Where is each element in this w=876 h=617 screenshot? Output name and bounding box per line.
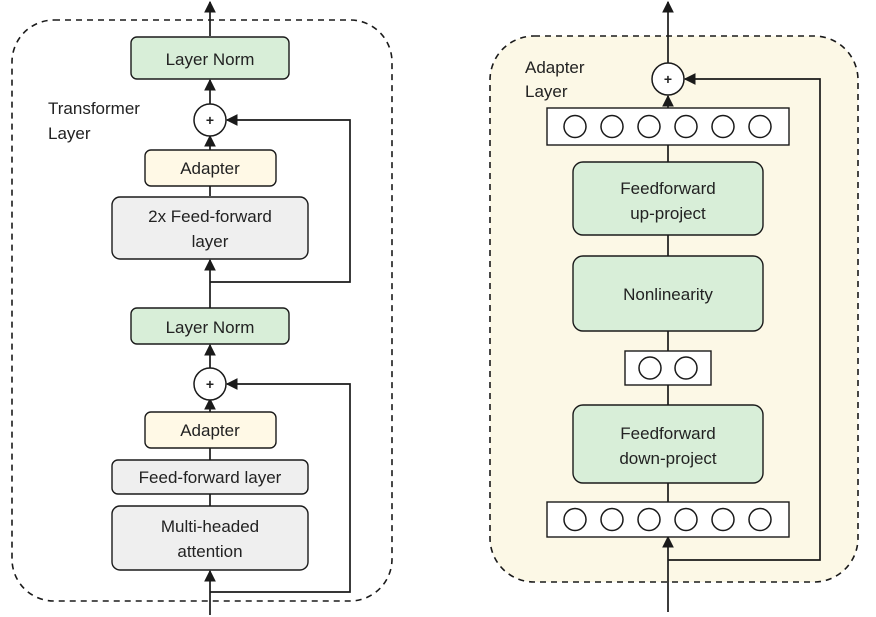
svg-text:Adapter: Adapter — [180, 159, 240, 178]
transformer-connectors — [204, 0, 351, 615]
svg-text:Nonlinearity: Nonlinearity — [623, 285, 713, 304]
svg-text:layer: layer — [192, 232, 229, 251]
svg-text:Feedforward: Feedforward — [620, 424, 715, 443]
adapter-connectors — [662, 0, 821, 612]
svg-text:+: + — [206, 376, 214, 392]
adapter-output-units — [546, 107, 790, 146]
adapter-layer-title: Adapter Layer — [525, 58, 589, 101]
transformer-layer-panel: Transformer Layer Layer Norm + — [11, 0, 393, 615]
transformer-multi-headed-attention: Multi-headed attention — [111, 505, 309, 571]
svg-text:Layer Norm: Layer Norm — [166, 318, 255, 337]
svg-text:Feedforward: Feedforward — [620, 179, 715, 198]
adapter-layer-panel: Adapter Layer + — [489, 0, 859, 612]
svg-text:Adapter: Adapter — [180, 421, 240, 440]
svg-text:attention: attention — [177, 542, 242, 561]
transformer-adapter-top: Adapter — [144, 149, 277, 187]
svg-text:down-project: down-project — [619, 449, 717, 468]
transformer-2x-feed-forward: 2x Feed-forward layer — [111, 196, 309, 260]
adapter-bottleneck-units — [624, 350, 712, 386]
svg-text:+: + — [664, 71, 672, 87]
transformer-layer-norm-top: Layer Norm — [130, 36, 290, 80]
transformer-panel-border — [11, 19, 393, 602]
adapter-feedforward-up-project: Feedforward up-project — [572, 161, 764, 236]
transformer-add-node-bottom: + — [193, 367, 227, 401]
transformer-layer-norm-mid: Layer Norm — [130, 307, 290, 345]
svg-text:Layer Norm: Layer Norm — [166, 50, 255, 69]
transformer-adapter-bottom: Adapter — [144, 411, 277, 449]
svg-text:Multi-headed: Multi-headed — [161, 517, 259, 536]
adapter-nonlinearity: Nonlinearity — [572, 255, 764, 332]
svg-text:up-project: up-project — [630, 204, 706, 223]
transformer-layer-title: Transformer Layer — [48, 99, 145, 143]
transformer-add-node-top: + — [193, 103, 227, 137]
svg-text:2x Feed-forward: 2x Feed-forward — [148, 207, 272, 226]
svg-text:+: + — [206, 112, 214, 128]
svg-text:Feed-forward layer: Feed-forward layer — [139, 468, 282, 487]
transformer-feed-forward: Feed-forward layer — [111, 459, 309, 495]
adapter-input-units — [546, 501, 790, 538]
adapter-add-node: + — [651, 62, 685, 96]
adapter-feedforward-down-project: Feedforward down-project — [572, 404, 764, 484]
